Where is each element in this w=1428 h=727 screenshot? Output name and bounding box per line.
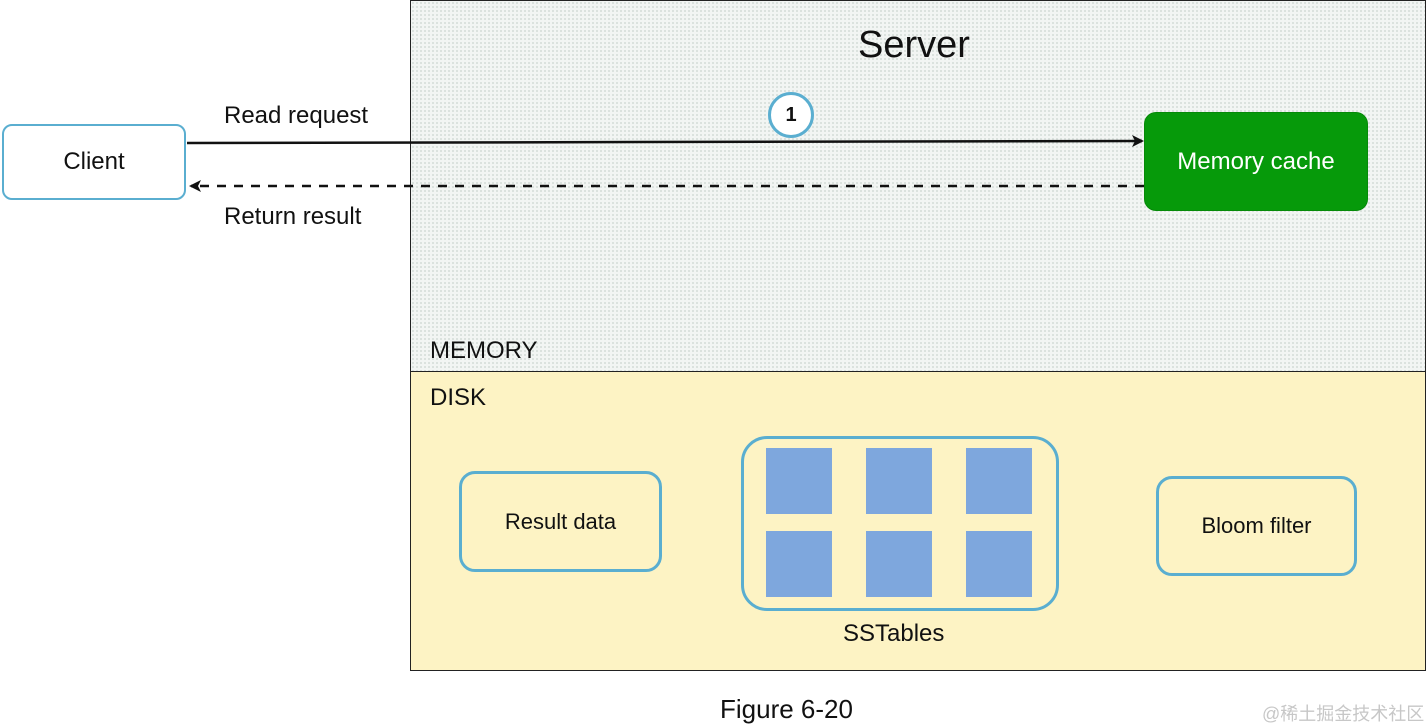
memory-cache-node: Memory cache [1144,112,1368,211]
read-request-label: Read request [224,102,369,129]
client-node: Client [2,124,186,200]
sstable-block [866,448,932,514]
memory-label: MEMORY [430,337,538,364]
result-data-label: Result data [504,508,617,534]
watermark: @稀土掘金技术社区 [1262,704,1425,724]
step-number: 1 [785,103,797,126]
sstable-block [866,531,932,597]
sstable-block [766,448,832,514]
sstables-group [741,436,1059,611]
sstable-block [966,531,1032,597]
sstable-block [966,448,1032,514]
result-data-node: Result data [459,471,662,572]
server-title: Server [858,24,970,66]
disk-label: DISK [430,384,487,411]
figure-caption: Figure 6-20 [720,694,853,724]
return-result-label: Return result [224,203,362,230]
step-badge: 1 [768,92,814,138]
bloom-filter-label: Bloom filter [1201,513,1312,538]
client-label: Client [63,148,125,175]
bloom-filter-node: Bloom filter [1156,476,1357,576]
sstables-label: SSTables [843,620,945,647]
memory-cache-label: Memory cache [1177,147,1335,175]
sstable-block [766,531,832,597]
read-request-arrow [186,135,1144,148]
